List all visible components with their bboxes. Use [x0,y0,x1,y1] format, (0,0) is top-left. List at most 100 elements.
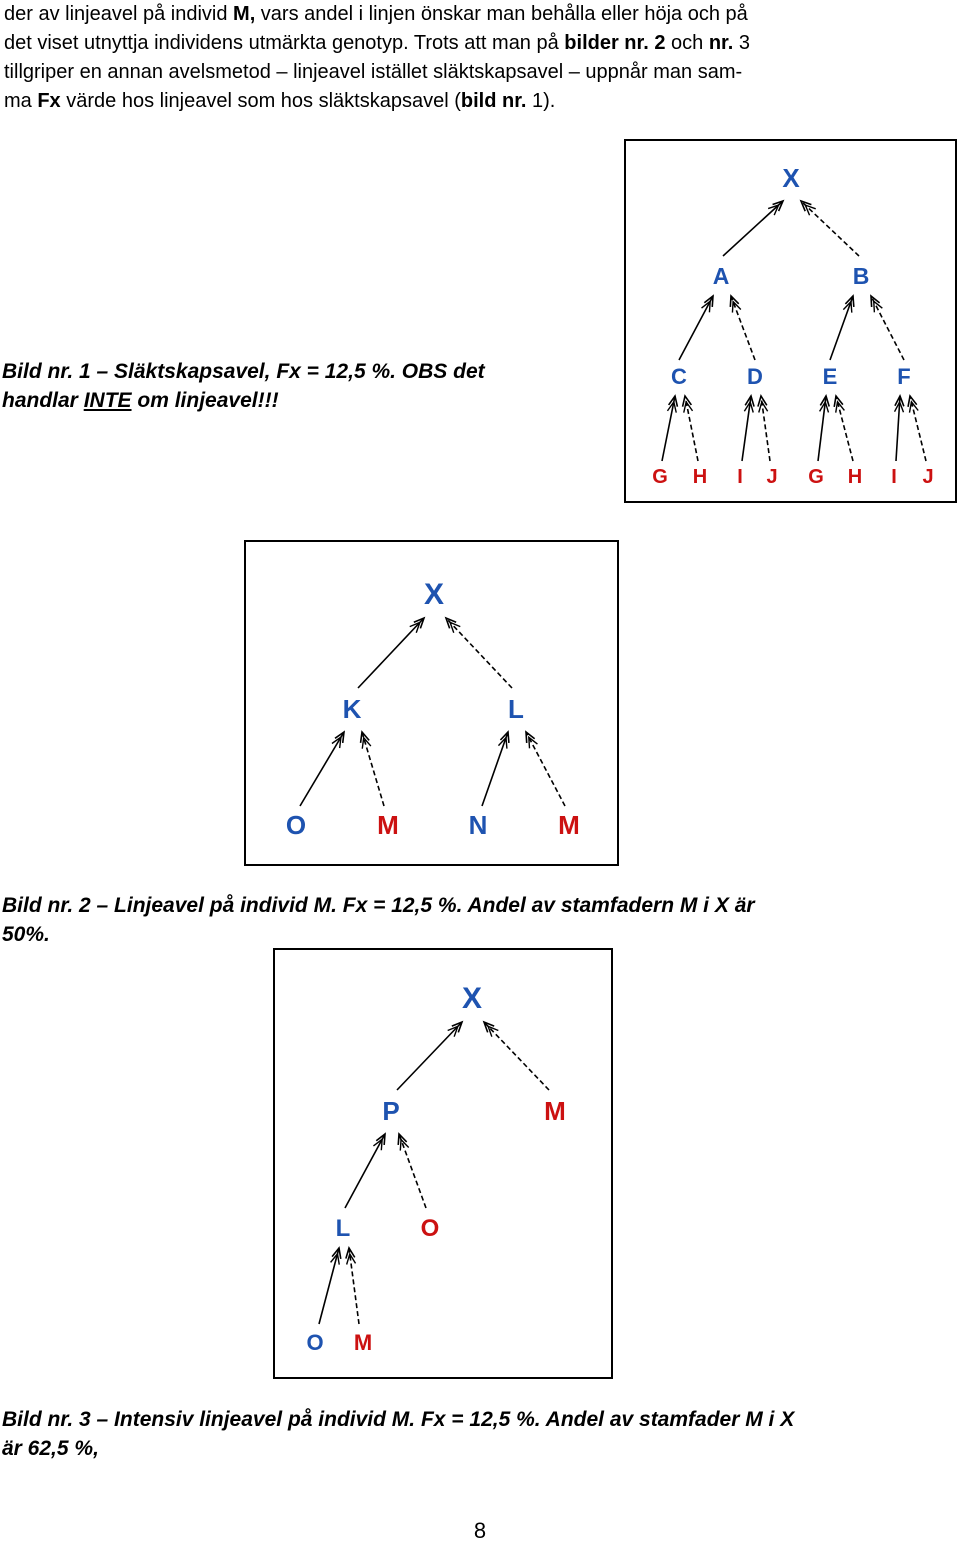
edge-l3-3-head2 [758,400,769,413]
edge-l2-0-head2 [331,735,342,749]
node-l2-2: N [469,810,488,840]
node-l2-2: E [823,364,838,389]
figure-3-diagram: X P M L O O M [306,982,566,1355]
edge-l3-2-head2 [743,400,754,413]
node-l1-1: B [853,263,870,289]
node-m2: M [354,1330,372,1355]
edge-a-x-head [772,199,785,212]
edge-k-x-head [413,616,426,629]
edge-l2-2-head [844,294,855,308]
edge-l2-1-head [729,294,740,308]
node-l1-1: L [508,694,524,724]
edge-o2-l [318,1247,340,1325]
caption-bild-3: Bild nr. 3 – Intensiv linjeavel på indiv… [2,1408,795,1460]
edge-l2-3-head2 [872,299,883,313]
page-number: 8 [473,1518,487,1543]
edge-l2-3-head [525,730,536,744]
edge-l2-2 [829,295,854,361]
edge-l3-6-head [894,394,905,407]
node-l2-3: F [897,364,910,389]
node-l3-3: J [766,466,777,488]
edge-m-x-head [482,1020,495,1033]
edge-l3-6 [895,395,901,462]
edge-l3-4 [817,395,827,462]
edge-l3-3-head [757,394,768,407]
intro-line-3: tillgriper en annan avelsmetod – linjeav… [4,61,743,83]
edge-l-x-head2 [448,621,461,633]
edge-l2-3 [525,731,566,807]
edge-b-x-head [799,199,812,212]
intro-line-1: der av linjeavel på individ M, vars ande… [4,3,748,25]
edge-l3-7-head2 [908,400,919,413]
intro-line-2: det viset utnyttja individens utmärkta g… [4,32,750,54]
edge-l3-6-head2 [893,400,905,413]
edge-l-p-head2 [372,1137,383,1151]
edge-l2-1-head2 [731,300,742,313]
edge-l-x [445,617,513,689]
edge-l2-3-head2 [527,735,538,749]
edge-l3-1-head [681,394,693,407]
edge-o-p [398,1133,427,1209]
edge-a-x-head2 [767,203,780,216]
edge-k-x [357,617,425,689]
edge-o2-l-head [331,1246,342,1259]
node-m: M [544,1096,566,1126]
node-l2-0: C [671,364,687,389]
edge-l2-1-head2 [361,736,372,749]
edge-l3-3 [760,395,771,462]
edge-l3-5 [835,395,854,462]
edge-l3-4-head2 [818,400,830,413]
caption-bild-1: Bild nr. 1 – Släktskapsavel, Fx = 12,5 %… [2,360,485,412]
edge-l3-2-head [744,394,755,407]
node-l3-7: J [922,466,933,488]
node-o: O [421,1215,440,1242]
edge-l2-0-head [334,730,346,744]
edge-m-x [483,1021,550,1091]
edge-l3-0 [661,395,676,462]
edge-l2-1-head [359,730,370,744]
node-l3-1: H [693,466,707,488]
edge-m2-l-head [345,1246,356,1259]
node-x: X [462,982,482,1015]
node-l2-1: D [747,364,763,389]
node-l2-1: M [377,810,399,840]
edge-l3-5-head2 [835,400,845,413]
edge-l3-7 [909,395,927,462]
edge-o2-l-head2 [330,1252,340,1265]
edge-l3-0-head [667,394,679,407]
node-o2: O [306,1330,323,1355]
edge-k-x-head2 [409,621,422,633]
edge-l2-2-head2 [497,736,508,749]
node-l2-0: O [286,810,306,840]
node-l3-2: I [737,466,743,488]
edge-o-p-head [397,1132,408,1146]
edge-l3-0-head2 [666,400,677,413]
node-l3-5: H [848,466,862,488]
edge-l-p-head [375,1132,386,1146]
edge-l2-2 [481,731,509,807]
edge-l-p [344,1133,386,1209]
node-l: L [336,1215,351,1242]
node-p: P [382,1096,399,1126]
edge-l2-1 [730,295,756,361]
edge-b-x-head2 [804,203,816,216]
edge-l-x-head [444,616,457,629]
intro-paragraph: der av linjeavel på individ M, vars ande… [4,0,954,116]
node-l3-4: G [808,466,824,488]
edge-l3-7-head [907,394,918,407]
edge-l2-0 [678,295,714,361]
edge-m-x-head2 [486,1025,499,1037]
figure-3-pedigree: X P M L O O M [273,948,613,1379]
edge-b-x [800,200,860,257]
edge-l3-1-head2 [683,400,694,413]
node-l3-6: I [891,466,897,488]
caption-bild-2: Bild nr. 2 – Linjeavel på individ M. Fx … [2,894,755,946]
edge-l3-2 [741,395,752,462]
edge-m2-l [348,1247,360,1325]
node-l1-0: A [713,263,730,289]
node-x: X [782,163,800,193]
edge-l3-5-head [833,394,844,407]
